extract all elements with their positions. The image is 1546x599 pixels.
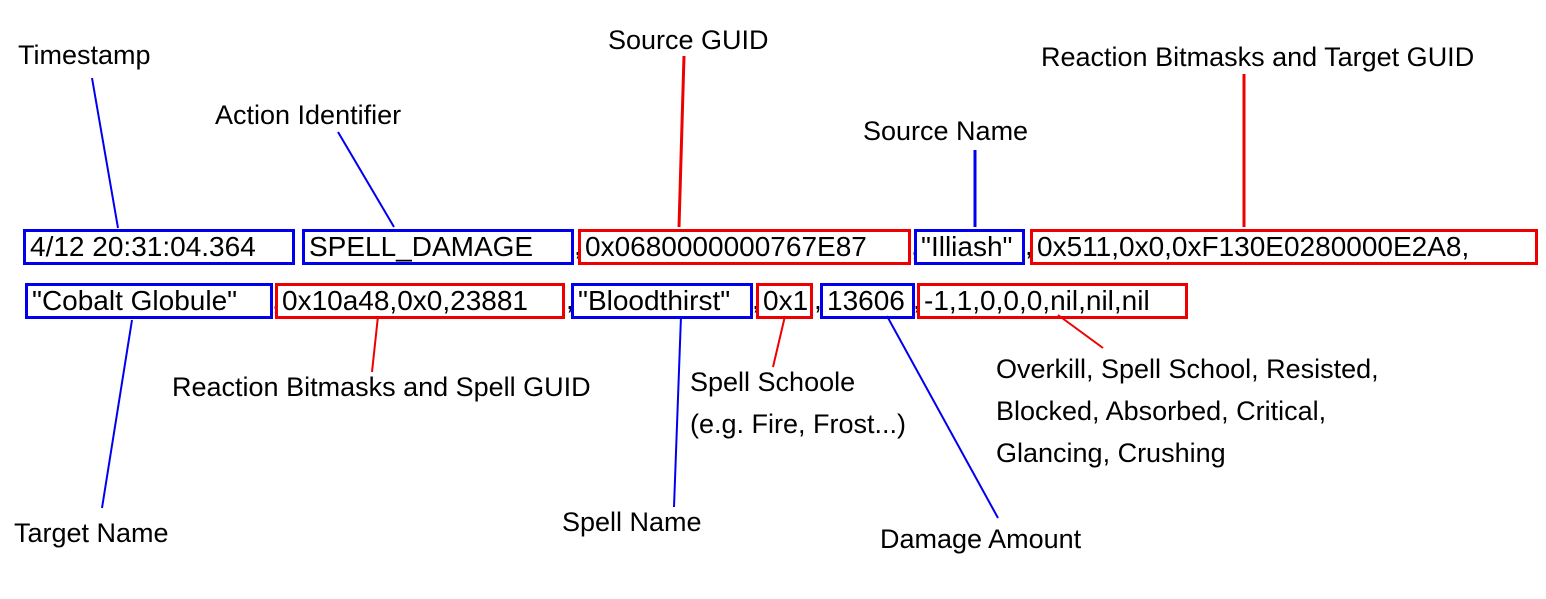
label-spell-school-line1: Spell Schoole <box>690 367 856 397</box>
label-misc-line3: Glancing, Crushing <box>996 438 1226 468</box>
connector-target-name <box>101 319 133 509</box>
connector-timestamp <box>91 77 119 229</box>
field-source-name: "Illiash" <box>914 229 1025 265</box>
separator: , <box>814 284 822 315</box>
connector-spell-school <box>772 315 786 368</box>
field-action: SPELL_DAMAGE <box>302 229 574 265</box>
separator: , <box>1025 230 1033 261</box>
field-target-name: "Cobalt Globule" <box>25 283 273 319</box>
label-reaction-spell: Reaction Bitmasks and Spell GUID <box>172 372 591 402</box>
separator: , <box>574 230 582 261</box>
label-timestamp: Timestamp <box>18 40 151 70</box>
separator: , <box>566 284 574 315</box>
label-source-guid: Source GUID <box>608 25 769 55</box>
label-spell-school: Spell Schoole (e.g. Fire, Frost...) <box>690 361 906 445</box>
field-misc: -1,1,0,0,0,nil,nil,nil <box>917 283 1188 319</box>
separator: , <box>752 284 760 315</box>
label-misc-line1: Overkill, Spell School, Resisted, <box>996 354 1379 384</box>
label-spell-name: Spell Name <box>562 507 702 537</box>
label-source-name: Source Name <box>863 116 1029 146</box>
field-timestamp: 4/12 20:31:04.364 <box>23 229 295 265</box>
label-misc-line2: Blocked, Absorbed, Critical, <box>996 396 1327 426</box>
field-reaction-spell: 0x10a48,0x0,23881 <box>275 283 565 319</box>
label-spell-school-line2: (e.g. Fire, Frost...) <box>690 409 907 439</box>
connector-spell-name <box>673 315 682 508</box>
connector-misc <box>1057 314 1104 349</box>
connector-source-guid <box>677 55 686 228</box>
field-reaction-target: 0x511,0x0,0xF130E0280000E2A8, <box>1030 229 1538 265</box>
label-target-name: Target Name <box>14 518 169 548</box>
label-damage-amount: Damage Amount <box>880 524 1082 554</box>
field-source-guid: 0x0680000000767E87 <box>578 229 911 265</box>
label-reaction-target: Reaction Bitmasks and Target GUID <box>1041 42 1475 72</box>
field-spell-school: 0x1 <box>756 283 813 319</box>
separator: , <box>913 284 921 315</box>
connector-reaction-spell <box>371 315 379 373</box>
label-action-identifier: Action Identifier <box>215 100 402 130</box>
field-spell-name: "Bloodthirst" <box>571 283 753 319</box>
connector-action-identifier <box>337 131 395 228</box>
label-misc-fields: Overkill, Spell School, Resisted, Blocke… <box>996 348 1379 474</box>
connector-damage-amount <box>886 315 999 519</box>
field-damage: 13606 <box>820 283 915 319</box>
